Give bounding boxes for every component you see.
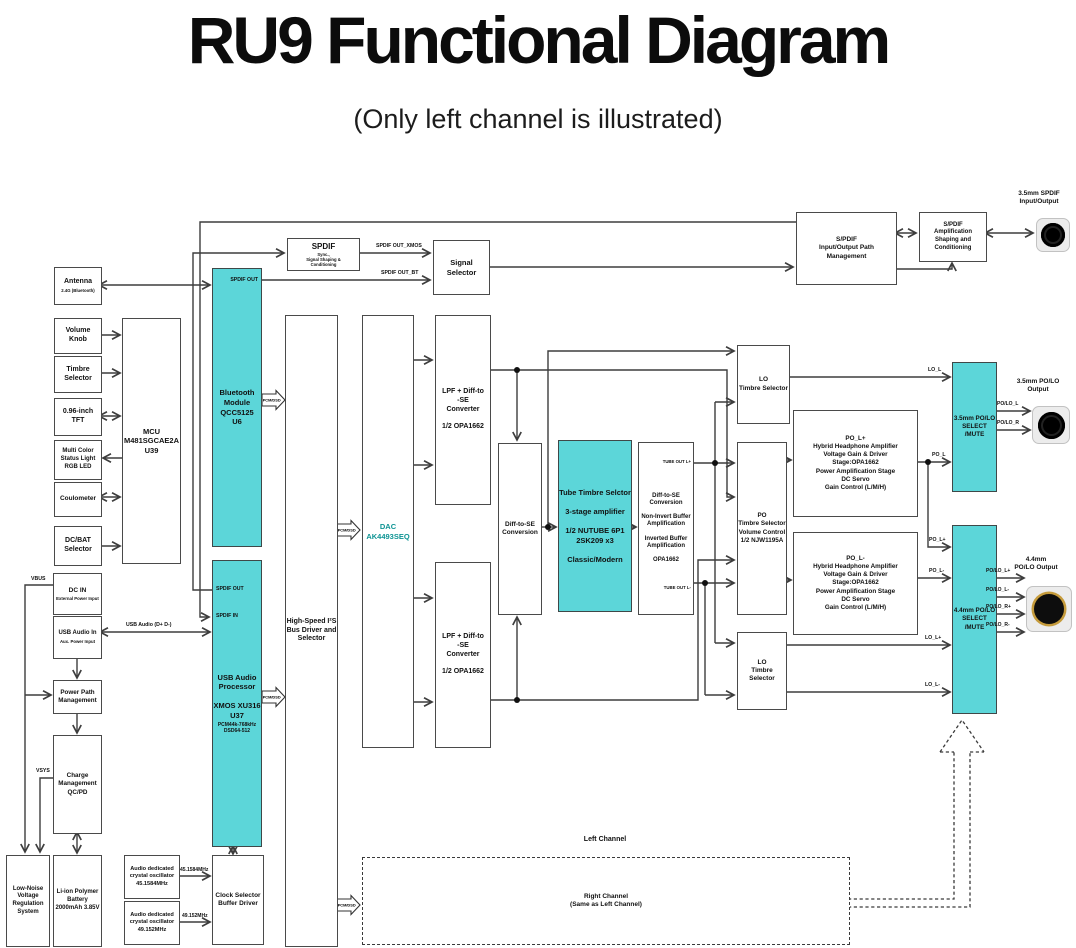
lpf-converter-2-block: LPF + Diff-to -SE Converter 1/2 OPA1662	[435, 562, 491, 748]
buffer-amplification-block: TUBE OUT L+ Diff-to-SE Conversion Non-In…	[638, 442, 694, 615]
right-channel-box: Right Channel (Same as Left Channel)	[362, 857, 850, 945]
wire-label-polo-l: PO/LO_L	[997, 401, 1019, 407]
crystal-oscillator-2-block: Audio dedicated crystal oscillator 49.15…	[124, 901, 180, 945]
dashed-right-channel-arrow	[848, 718, 985, 908]
svg-text:PCM/DSD: PCM/DSD	[338, 903, 356, 908]
wire-label-f1: 45.1584MHz	[180, 867, 209, 873]
voltage-regulation-block: Low-Noise Voltage Regulation System	[6, 855, 50, 947]
lo-timbre-selector-top-block: LO Timbre Selector	[737, 345, 790, 424]
po-lo-44-jack-icon	[1026, 586, 1072, 632]
output-44mm-label: 4.4mm PO/LO Output	[1014, 556, 1058, 572]
wire-label-polo-lp: PO/LO_L+	[986, 568, 1011, 574]
i2s-bus-driver-block: High-Speed I²S Bus Driver and Selector	[285, 315, 338, 947]
spdif-amplification-block: S/PDIF Amplification Shaping and Conditi…	[919, 212, 987, 262]
dc-bat-selector-block: DC/BAT Selector	[54, 526, 102, 566]
select-mute-35mm-block: 3.5mm PO/LO SELECT /MUTE	[952, 362, 997, 492]
charge-management-block: Charge Management QC/PD	[53, 735, 102, 834]
bluetooth-module-block: SPDIF OUT Bluetooth Module QCC5125 U6	[212, 268, 262, 547]
status-light-block: Multi Color Status Light RGB LED	[54, 440, 102, 480]
volume-knob-block: Volume Knob	[54, 318, 102, 354]
lo-timbre-selector-bottom-block: LO Timbre Selector	[737, 632, 787, 710]
timbre-selector-block: Timbre Selector	[54, 356, 102, 393]
svg-text:PCM/DSD: PCM/DSD	[263, 398, 281, 403]
wire-label-po-lp: PO_L+	[929, 537, 946, 543]
clock-selector-block: Clock Selector Buffer Driver	[212, 855, 264, 945]
wire-label-lo-lp: LO_L+	[925, 635, 942, 641]
wire-label-po-lm: PO_L-	[929, 568, 945, 574]
mcu-block: MCU M481SGCAE2A U39	[122, 318, 181, 564]
battery-block: Li-ion Polymer Battery 2000mAh 3.85V	[53, 855, 102, 947]
wire-label-polo-r: PO/LO_R	[997, 420, 1019, 426]
wire-label-vbus: VBUS	[31, 576, 46, 582]
wire-label-spdif-out-xmos: SPDIF OUT_XMOS	[376, 243, 422, 249]
page-subtitle: (Only left channel is illustrated)	[353, 104, 723, 134]
coulometer-block: Coulometer	[54, 482, 102, 517]
wire-label-polo-rp: PO/LO_R+	[986, 604, 1011, 610]
wire-label-spdif-out-bt: SPDIF OUT_BT	[381, 270, 419, 276]
pcm-dsd-arrow: PCM/DSD PCM/DSD PCM/DSD PCM/DSD	[261, 389, 361, 916]
lpf-converter-1-block: LPF + Diff-to -SE Converter 1/2 OPA1662	[435, 315, 491, 505]
wire-label-lo-lm: LO_L-	[925, 682, 940, 688]
dac-block: DAC AK4493SEQ	[362, 315, 414, 748]
wire-label-lo-l: LO_L	[928, 367, 942, 373]
wire-label-polo-rm: PO/LO_R-	[986, 622, 1010, 628]
wire-label-polo-lm: PO/LO_L-	[986, 587, 1010, 593]
usb-audio-processor-block: SPDIF OUT SPDIF IN USB Audio Processor X…	[212, 560, 262, 847]
select-mute-44mm-block: 4.4mm PO/LO SELECT /MUTE	[952, 525, 997, 714]
crystal-oscillator-1-block: Audio dedicated crystal oscillator 45.15…	[124, 855, 180, 899]
wire-label-usb-audio: USB Audio (D+ D-)	[126, 622, 172, 628]
wire-label-po-l: PO_L	[932, 452, 946, 458]
svg-text:PCM/DSD: PCM/DSD	[338, 528, 356, 533]
svg-text:PCM/DSD: PCM/DSD	[263, 695, 281, 700]
spdif-jack-icon	[1036, 218, 1070, 252]
page-title: RU9 Functional Diagram	[187, 3, 891, 77]
headphone-amp-positive-block: PO_L+ Hybrid Headphone Amplifier Voltage…	[793, 410, 918, 517]
po-timbre-selector-block: PO Timbre Selector Volume Control 1/2 NJ…	[737, 442, 787, 615]
headphone-amp-negative-block: PO_L- Hybrid Headphone Amplifier Voltage…	[793, 532, 918, 635]
wire-label-vsys: VSYS	[36, 768, 50, 774]
output-35mm-label: 3.5mm PO/LO Output	[1016, 378, 1060, 394]
spdif-jack-label: 3.5mm SPDIF Input/Output	[1018, 190, 1060, 206]
spdif-path-management-block: S/PDIF Input/Output Path Management	[796, 212, 897, 285]
left-channel-label: Left Channel	[583, 836, 627, 843]
signal-selector-block: Signal Selector	[433, 240, 490, 295]
tft-block: 0.96-inch TFT	[54, 398, 102, 436]
wire-label-f2: 49.152MHz	[182, 913, 208, 919]
po-lo-35-jack-icon	[1032, 406, 1070, 444]
power-path-management-block: Power Path Management	[53, 680, 102, 714]
diff-to-se-conversion-block: Diff-to-SE Conversion	[498, 443, 542, 615]
tube-timbre-selector-block: Tube Timbre Selctor 3-stage amplifier 1/…	[558, 440, 632, 612]
